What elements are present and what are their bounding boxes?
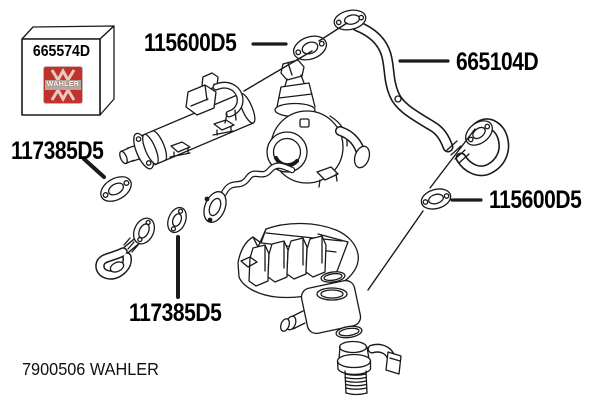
turbocharger-drawing (266, 59, 371, 188)
cooler-foot (213, 119, 235, 131)
thermostat-housing-drawing (279, 271, 363, 339)
wahler-logo-band: WAHLER (45, 80, 81, 90)
wahler-logo: WAHLER (44, 67, 82, 103)
gasket-left-drawing (100, 176, 132, 202)
tube-corrugation (123, 237, 139, 253)
manifold-runner (305, 235, 327, 278)
pipe-end-flange (465, 120, 493, 146)
gasket-top-drawing (292, 35, 328, 61)
wahler-logo-text: WAHLER (46, 81, 80, 88)
pipe-bracket-ear (394, 95, 402, 103)
label-gasket-right: 115600D5 (489, 186, 582, 214)
gasket-right-drawing (420, 188, 452, 210)
leader-lines (243, 22, 476, 291)
coolant-fitting-drawing (336, 340, 402, 396)
o-ring-upper (320, 271, 346, 283)
cooler-foot (170, 141, 191, 153)
egr-pipe-drawing (333, 9, 510, 177)
label-gasket-left: 117385D5 (11, 137, 104, 165)
label-thick-leaders (82, 157, 180, 299)
manifold-runner (286, 237, 308, 280)
box-part-number-text: 665574D (32, 43, 90, 60)
gasket-bottom-drawing (167, 206, 187, 234)
manifold-runner (267, 240, 289, 283)
pipe-top-flange (333, 9, 367, 31)
intake-manifold-drawing (237, 222, 359, 299)
product-box-drawing (21, 25, 115, 116)
footer-reference: 7900506 WAHLER (22, 359, 159, 379)
egr-crossover-pipe-drawing (203, 162, 296, 223)
egr-cooler-drawing (119, 92, 256, 170)
label-gasket-top: 115600D5 (144, 29, 237, 57)
label-egr-pipe: 665104D (456, 48, 539, 76)
label-dashes (251, 42, 483, 202)
egr-valve-drawing (185, 72, 244, 124)
label-gasket-bottom: 117385D5 (129, 299, 222, 327)
o-ring-lower (335, 325, 363, 339)
tube-flange (132, 217, 156, 245)
box-part-number: 665574D (22, 44, 100, 60)
pipe-corrugation (446, 140, 470, 164)
egr-tube-drawing (95, 217, 156, 280)
wahler-logo-w-icon (50, 67, 76, 103)
